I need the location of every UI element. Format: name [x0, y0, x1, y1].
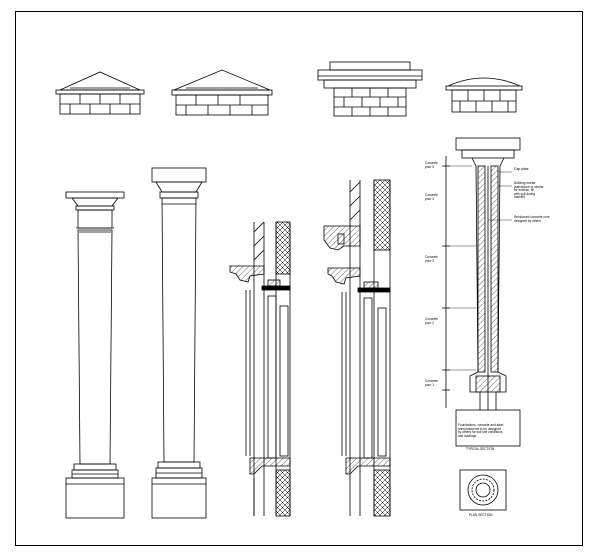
- label-reinforced-core: Reinforced concrete core designed by oth…: [514, 215, 550, 223]
- wall-section-2: [323, 179, 391, 517]
- pier-cap-pediment-1: [55, 71, 145, 115]
- label-pour-1: Concrete pour 1: [425, 379, 438, 387]
- drawing-border: [15, 11, 583, 546]
- label-plan-section: PLAN SECTION: [469, 513, 493, 517]
- column-tuscan-2: [151, 167, 207, 519]
- typical-column-section: [442, 137, 521, 511]
- pier-cap-flat-3: [317, 61, 423, 117]
- label-cap-plate: Cap plate: [514, 167, 529, 171]
- label-pour-3: Concrete pour 3: [425, 255, 438, 263]
- pier-cap-dome-4: [445, 77, 523, 113]
- label-pour-4: Concrete pour 4: [425, 193, 438, 201]
- label-pour-2: Concrete pour 2: [425, 317, 438, 325]
- label-pour-5: Concrete pour 5: [425, 161, 438, 169]
- pier-cap-pediment-2: [171, 69, 273, 116]
- wall-section-1: [229, 221, 291, 517]
- label-building-mortar: Building mortar (sandstone or similar fo…: [514, 181, 544, 200]
- column-tuscan-1: [65, 191, 125, 519]
- label-typical-section: TYPICAL SECTION: [466, 447, 495, 451]
- plan-section-square: [459, 469, 507, 511]
- label-footing-note: Foundations, concrete and steel reinforc…: [458, 423, 504, 438]
